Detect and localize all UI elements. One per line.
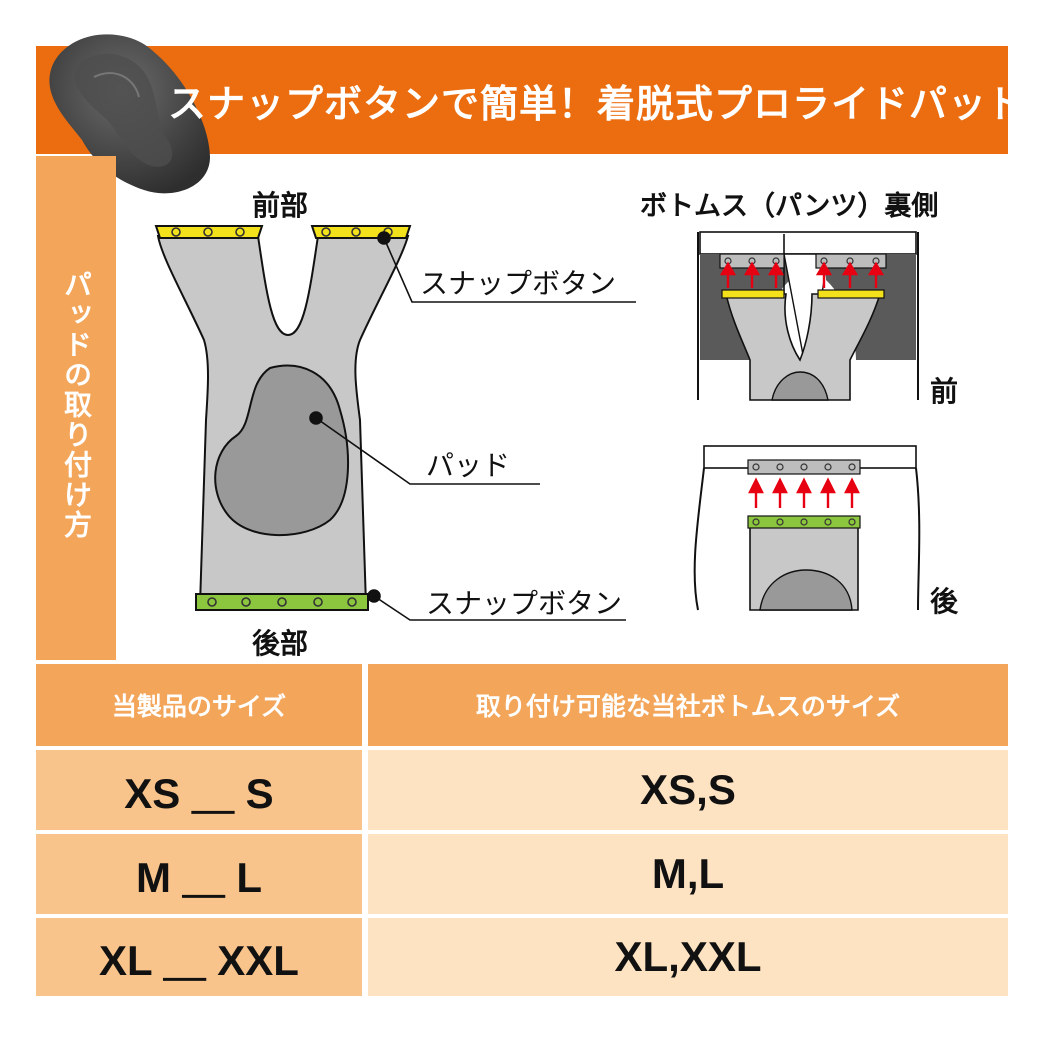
size-table: 当製品のサイズ 取り付け可能な当社ボトムスのサイズ XS ＿ S XS,S M … — [36, 664, 1008, 996]
size-table-cell-bottoms: XS,S — [368, 750, 1008, 830]
pants-back-view — [693, 445, 921, 611]
front-snap-strip-left — [154, 225, 264, 239]
size-table-cell-product: M ＿ L — [36, 834, 362, 914]
size-table-cell-product: XL ＿ XXL — [36, 918, 362, 996]
pants-front-label: 前 — [930, 375, 959, 408]
side-strip — [36, 156, 116, 660]
size-table-cell-product: XS ＿ S — [36, 750, 362, 830]
callout-pad: パッド — [426, 449, 511, 482]
back-snap-buttons — [207, 597, 357, 607]
callout-snap-top: スナップボタン — [420, 267, 617, 300]
back-part-label: 後部 — [252, 627, 309, 660]
callout-snap-bottom: スナップボタン — [426, 587, 623, 620]
header-title: スナップボタンで簡単！着脱式プロライドパッド — [168, 81, 1027, 126]
pad-core — [214, 364, 350, 537]
size-table-header-bottoms: 取り付け可能な当社ボトムスのサイズ — [368, 664, 1008, 746]
size-table-cell-bottoms: M,L — [368, 834, 1008, 914]
pad-product-image — [49, 34, 210, 194]
front-part-label: 前部 — [252, 189, 309, 222]
front-snap-buttons — [171, 227, 393, 237]
size-table-cell-bottoms: XL,XXL — [368, 918, 1008, 996]
pants-back-label: 後 — [930, 585, 959, 618]
side-label: パッドの取り付け方 — [60, 270, 93, 540]
back-snap-strip — [195, 593, 369, 611]
pants-inside-title: ボトムス（パンツ）裏側 — [640, 191, 939, 222]
pants-front-view — [697, 231, 919, 401]
size-table-header-product: 当製品のサイズ — [36, 664, 362, 746]
